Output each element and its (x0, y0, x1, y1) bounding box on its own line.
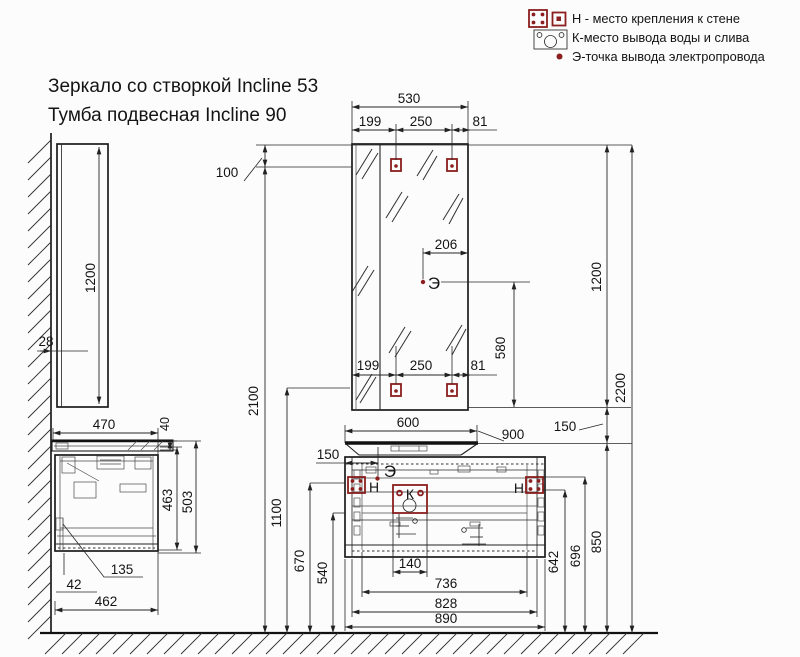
dim-inner-width: 828 (435, 596, 458, 611)
dim-total-height: 2200 (613, 373, 628, 403)
dim-mirror-height-right: 1200 (589, 262, 604, 292)
floor (40, 631, 658, 655)
dim-electric-to-bottom: 580 (493, 337, 508, 360)
dim-drain-outlet-height: 642 (546, 551, 561, 574)
dim-electric-offset: 150 (317, 447, 340, 462)
vanity-electric-symbol: Э (384, 462, 396, 481)
dim-body-width: 890 (435, 611, 458, 626)
title-mirror: Зеркало со створкой Incline 53 (48, 76, 318, 97)
dim-countertop-height: 1100 (269, 498, 284, 527)
vanity-right-mount-symbol: Н (514, 480, 524, 496)
dim-wall-gap: 28 (38, 334, 53, 349)
mirror-glass-hatch (351, 148, 467, 404)
dim-mirror-mount-height: 2100 (246, 386, 261, 416)
dim-electric-from-edge: 206 (435, 237, 458, 252)
dim-rail-span: 736 (435, 576, 458, 591)
legend-wall-mount-label: Н - место крепления к стене (572, 11, 740, 26)
wall (27, 133, 52, 640)
dim-bracket-height-left: 670 (292, 550, 307, 573)
electric-point-icon (556, 53, 563, 60)
dim-vanity-top-height: 850 (589, 531, 604, 554)
dim-side-top-thickness: 40 (158, 417, 172, 431)
vanity-front-dimensions: 600 900 150 1100 670 540 696 642 140 736 (269, 387, 588, 633)
drawing-title: Зеркало со створкой Incline 53 Тумба под… (48, 76, 318, 126)
dim-mirror-top-1: 199 (359, 114, 382, 129)
dim-side-body-height: 463 (160, 489, 175, 512)
dim-side-detail-135: 135 (111, 562, 134, 577)
dim-side-top-depth: 470 (93, 417, 116, 432)
title-vanity: Тумба подвесная Incline 90 (48, 105, 286, 126)
dim-mirror-top-2: 250 (410, 114, 433, 129)
vanity-front-view: Н Н К Э (344, 441, 632, 560)
vanity-side-view (51, 439, 174, 552)
dim-drain-height: 540 (315, 562, 330, 585)
vanity-electric-point (375, 476, 380, 481)
vanity-wall-bracket-left (347, 476, 366, 494)
vanity-side-dimensions: 470 40 463 503 135 42 462 (52, 417, 201, 615)
dim-mirror-top-3: 81 (472, 114, 487, 129)
dim-side-detail-42: 42 (66, 577, 81, 592)
vanity-wall-bracket-right (525, 476, 544, 494)
vanity-water-symbol: К (406, 486, 415, 502)
dim-mirror-to-vanity-gap: 150 (554, 419, 577, 434)
dim-mirror-bottom-1: 199 (357, 358, 380, 373)
mirror-electric-point (420, 279, 426, 285)
dim-mirror-bottom-2: 250 (410, 358, 433, 373)
mirror-dimensions: 530 199 250 81 199 250 81 206 580 (351, 91, 517, 407)
dim-mirror-bottom-3: 81 (470, 358, 485, 373)
dim-mirror-width: 530 (398, 91, 421, 106)
water-outlet-icon (533, 29, 568, 50)
mirror-front-view: Э (351, 143, 530, 411)
dim-mirror-side-height: 1200 (83, 263, 98, 293)
vanity-side-details (55, 455, 152, 551)
height-dimensions: 100 2100 1200 150 850 2200 (216, 144, 635, 633)
dim-side-body-depth: 462 (95, 594, 118, 609)
vanity-left-mount-symbol: Н (369, 479, 379, 495)
mirror-cabinet-side-view: 1200 28 (37, 143, 109, 408)
dim-bracket-height-right: 696 (568, 545, 583, 568)
siphon-brackets (396, 514, 486, 546)
vanity-water-outlet (392, 484, 428, 514)
legend: Н - место крепления к стене К-место выво… (528, 9, 766, 64)
legend-water-outlet-label: К-место вывода воды и слива (572, 30, 750, 45)
dim-side-total-height: 503 (180, 491, 195, 514)
vanity-hardware-details (353, 465, 545, 536)
dim-sink-width: 600 (397, 415, 420, 430)
legend-electric-point-label: Э-точка вывода электропровода (572, 49, 766, 64)
mirror-electric-symbol: Э (428, 274, 440, 293)
dim-drain-width: 140 (399, 556, 422, 571)
dim-vanity-width: 900 (502, 427, 525, 442)
wall-mount-bracket-icon (528, 9, 567, 28)
dim-top-gap: 100 (216, 165, 239, 180)
